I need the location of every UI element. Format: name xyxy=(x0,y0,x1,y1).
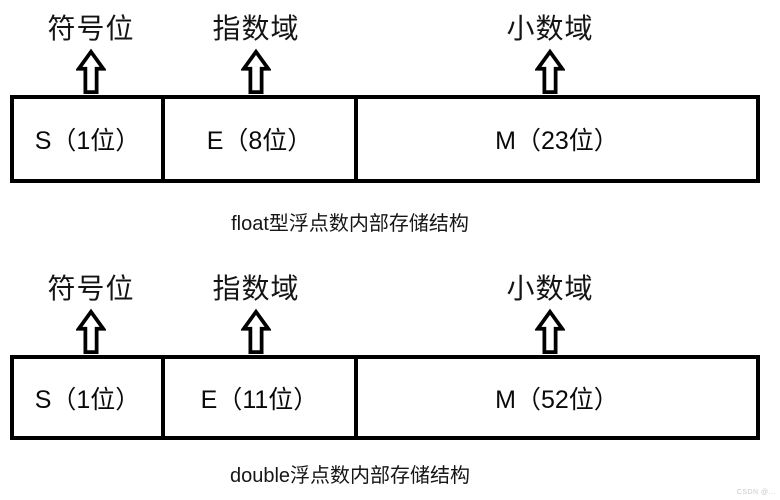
double-cell-exponent: E（11位） xyxy=(165,359,358,436)
double-cell-sign: S（1位） xyxy=(14,359,165,436)
float-pointer-sign: 符号位 xyxy=(31,12,151,95)
up-arrow-icon xyxy=(535,308,565,354)
float-caption: float型浮点数内部存储结构 xyxy=(231,213,469,235)
float-structure-figure: 符号位 指数域 小数域 S（1位） E（8位） M（23位） float型浮点数… xyxy=(10,12,760,235)
double-structure-figure: 符号位 指数域 小数域 S（1位） E（11位） M（52位） double浮点… xyxy=(0,260,780,500)
field-label-sign: 符号位 xyxy=(47,13,135,44)
float-pointer-exponent: 指数域 xyxy=(196,12,316,95)
double-pointer-fraction: 小数域 xyxy=(490,272,610,355)
csdn-watermark: CSDN @... xyxy=(736,489,776,496)
up-arrow-icon xyxy=(76,308,106,354)
double-caption: double浮点数内部存储结构 xyxy=(229,465,471,487)
field-label-exponent: 指数域 xyxy=(212,13,300,44)
up-arrow-icon xyxy=(241,308,271,354)
float-cell-mantissa: M（23位） xyxy=(495,127,619,155)
float-bit-field-box: S（1位） E（8位） M（23位） xyxy=(10,95,760,183)
up-arrow-icon xyxy=(76,48,106,94)
up-arrow-icon xyxy=(535,48,565,94)
double-pointer-exponent: 指数域 xyxy=(196,272,316,355)
up-arrow-icon xyxy=(241,48,271,94)
field-label-sign: 符号位 xyxy=(47,273,135,304)
field-label-fraction: 小数域 xyxy=(506,13,594,44)
double-cell-mantissa: M（52位） xyxy=(495,385,619,414)
field-label-exponent: 指数域 xyxy=(212,273,300,304)
double-bit-field-box: S（1位） E（11位） M（52位） xyxy=(10,355,760,440)
float-cell-sign: S（1位） xyxy=(14,99,165,179)
double-pointer-sign: 符号位 xyxy=(31,272,151,355)
float-cell-exponent: E（8位） xyxy=(165,99,358,179)
float-pointer-fraction: 小数域 xyxy=(490,12,610,95)
field-label-fraction: 小数域 xyxy=(506,273,594,304)
